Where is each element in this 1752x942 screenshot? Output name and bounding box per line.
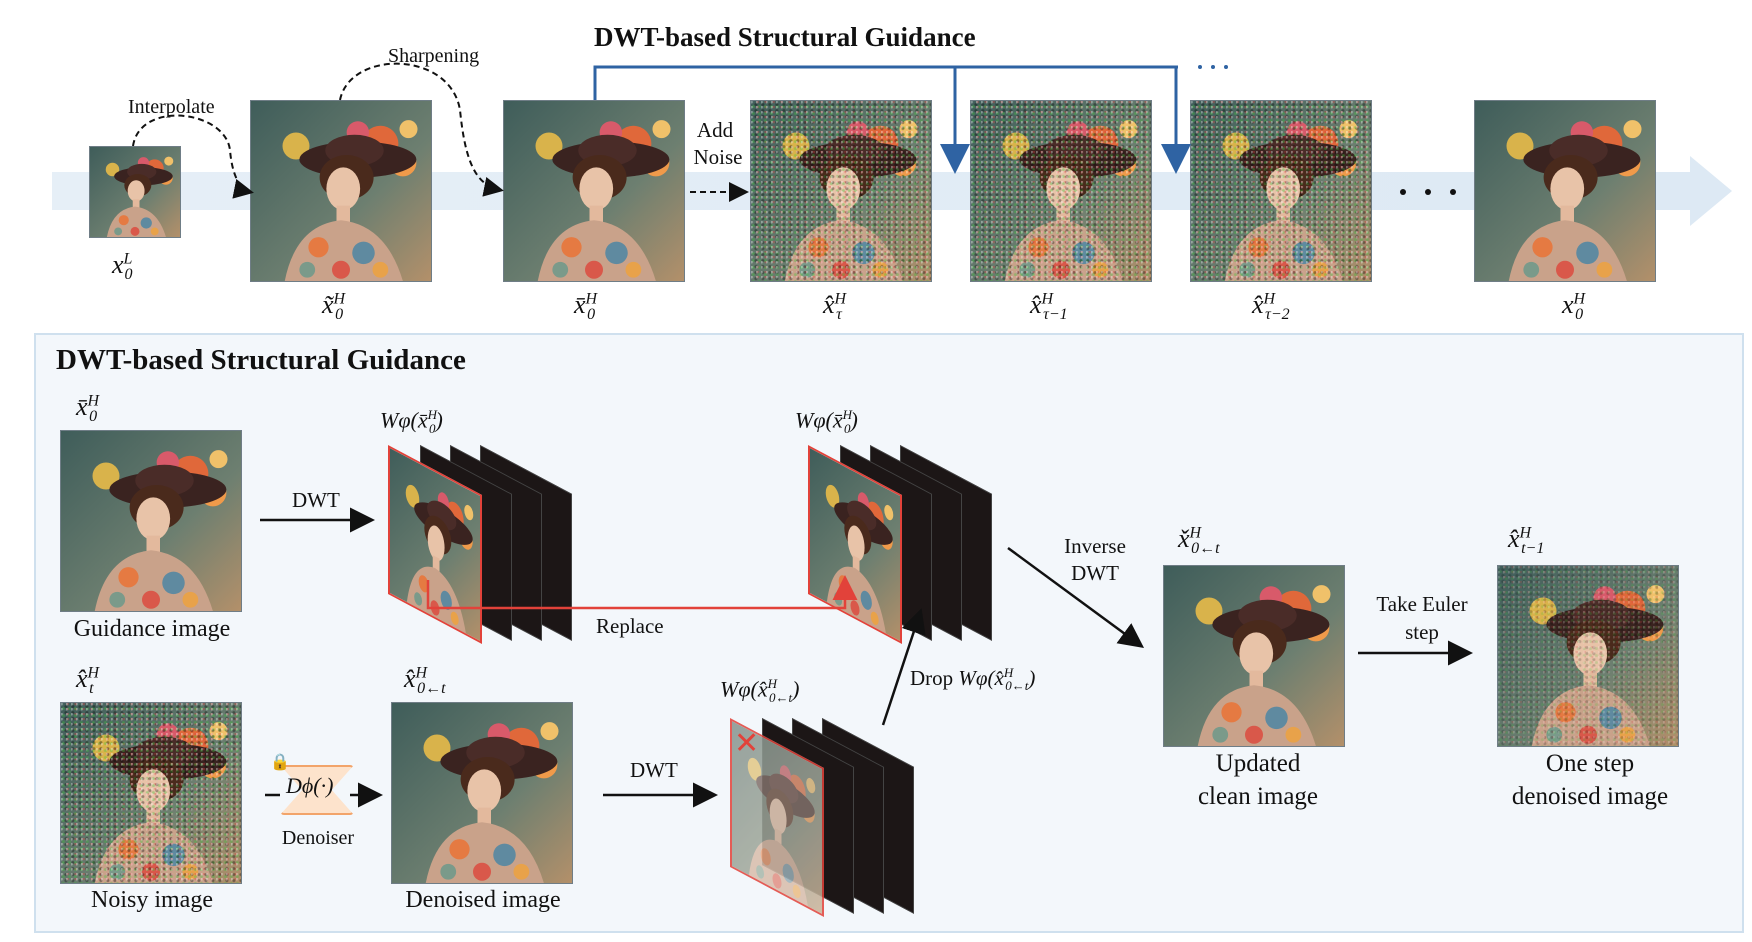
top-title: DWT-based Structural Guidance xyxy=(594,22,976,52)
add-noise-label-line2: Noise xyxy=(693,145,743,169)
euler-line1: Take Euler xyxy=(1376,592,1468,616)
label-denoised-symbol: x̂H0←t xyxy=(404,664,446,698)
drop-label: Drop Wφ(x̂H0←t) xyxy=(910,665,1036,694)
onestep-caption-line2: denoised image xyxy=(1511,783,1669,810)
label-onestep-symbol: x̂Ht−1 xyxy=(1508,524,1545,558)
updated-caption-line1: Updated xyxy=(1215,750,1301,777)
label-xtau-1-H: x̂Hτ−1 xyxy=(1030,290,1068,324)
top-arrows xyxy=(132,62,1456,202)
stack2-label: Wφ(x̄H0) xyxy=(795,407,858,436)
denoised-image-caption: Denoised image xyxy=(405,887,561,913)
image-x0-H xyxy=(1474,100,1656,282)
onestep-caption-line1: One step xyxy=(1545,750,1635,777)
stack1-label: Wφ(x̄H0) xyxy=(380,407,443,436)
image-xtau-1-H xyxy=(970,100,1152,282)
replace-label: Replace xyxy=(596,614,664,638)
label-xtau-2-H: x̂Hτ−2 xyxy=(1252,290,1290,324)
panel-title: DWT-based Structural Guidance xyxy=(56,344,466,376)
interpolate-label: Interpolate xyxy=(128,96,215,118)
denoiser-symbol: Dϕ(·) xyxy=(286,773,334,798)
dwt-label-top: DWT xyxy=(292,488,340,512)
panel-arrows xyxy=(260,507,1473,808)
updated-clean-image xyxy=(1163,565,1345,747)
guidance-image-caption: Guidance image xyxy=(73,616,231,642)
updated-caption-line2: clean image xyxy=(1197,783,1319,810)
label-guidance-symbol: x̄H0 xyxy=(76,392,100,426)
inverse-dwt-line2: DWT xyxy=(1071,561,1119,585)
image-xtau-H xyxy=(750,100,932,282)
dwt-label-bottom: DWT xyxy=(630,758,678,782)
onestep-denoised-image xyxy=(1497,565,1679,747)
add-noise-label-line1: Add xyxy=(696,118,734,142)
drop-x-icon: ✕ xyxy=(734,727,760,760)
noisy-image xyxy=(60,702,242,884)
image-xtau-2-H xyxy=(1190,100,1372,282)
inverse-dwt-line1: Inverse xyxy=(1064,534,1126,558)
label-updated-symbol: x̌H0←t xyxy=(1178,524,1220,558)
flow-band-arrowhead xyxy=(1690,156,1732,226)
image-x0L xyxy=(89,146,181,238)
lock-icon: 🔒 xyxy=(270,754,290,771)
denoiser-label: Denoiser xyxy=(281,827,355,849)
label-x0L: xL0 xyxy=(112,250,133,284)
label-x0-H: xH0 xyxy=(1562,290,1586,324)
label-x0H-bar: x̄H0 xyxy=(574,290,598,324)
denoised-image xyxy=(391,702,573,884)
label-x0H-tilde: x̃H0 xyxy=(322,290,346,324)
label-xtau-H: x̂Hτ xyxy=(823,290,847,324)
euler-line2: step xyxy=(1405,620,1439,644)
sharpening-label: Sharpening xyxy=(388,45,480,67)
stack3-label: Wφ(x̂H0←t) xyxy=(720,676,800,705)
noisy-image-caption: Noisy image xyxy=(91,887,213,913)
guidance-image xyxy=(60,430,242,612)
label-noisy-symbol: x̂Ht xyxy=(76,664,100,698)
